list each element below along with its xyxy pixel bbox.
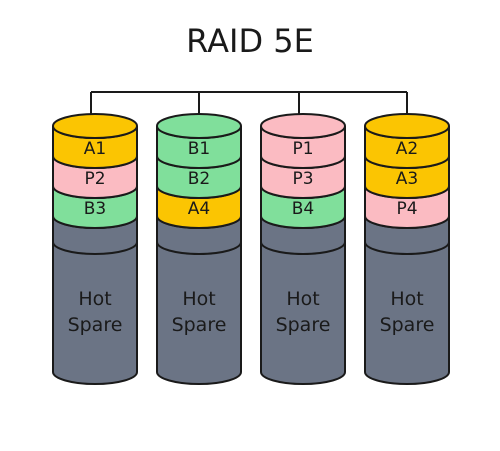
block-label: P3 xyxy=(292,169,313,189)
block-label: B1 xyxy=(188,139,210,159)
spare-label-line: Spare xyxy=(172,314,227,336)
block-label: B3 xyxy=(84,199,106,219)
disk-top-cap xyxy=(52,113,138,139)
block-label: A2 xyxy=(396,139,418,159)
diagram-title: RAID 5E xyxy=(186,22,314,60)
disk-top-cap xyxy=(260,113,346,139)
spare-label-line: Spare xyxy=(380,314,435,336)
disk-top-cap xyxy=(156,113,242,139)
block-label: B4 xyxy=(292,199,314,219)
block-label: B2 xyxy=(188,169,210,189)
block-label: A1 xyxy=(84,139,106,159)
spare-label-line: Hot xyxy=(390,288,423,310)
block-label: P1 xyxy=(292,139,313,159)
spare-divider xyxy=(260,241,346,255)
spare-label-line: Hot xyxy=(182,288,215,310)
spare-label-line: Hot xyxy=(286,288,319,310)
spare-divider xyxy=(156,241,242,255)
block-label: P2 xyxy=(84,169,105,189)
spare-label-line: Hot xyxy=(78,288,111,310)
spare-label-line: Spare xyxy=(276,314,331,336)
spare-divider xyxy=(52,241,138,255)
block-label: A4 xyxy=(188,199,210,219)
connector-lines xyxy=(90,91,408,116)
disk-top-cap xyxy=(364,113,450,139)
block-label: A3 xyxy=(396,169,418,189)
block-label: P4 xyxy=(396,199,417,219)
spare-divider xyxy=(364,241,450,255)
spare-label-line: Spare xyxy=(68,314,123,336)
